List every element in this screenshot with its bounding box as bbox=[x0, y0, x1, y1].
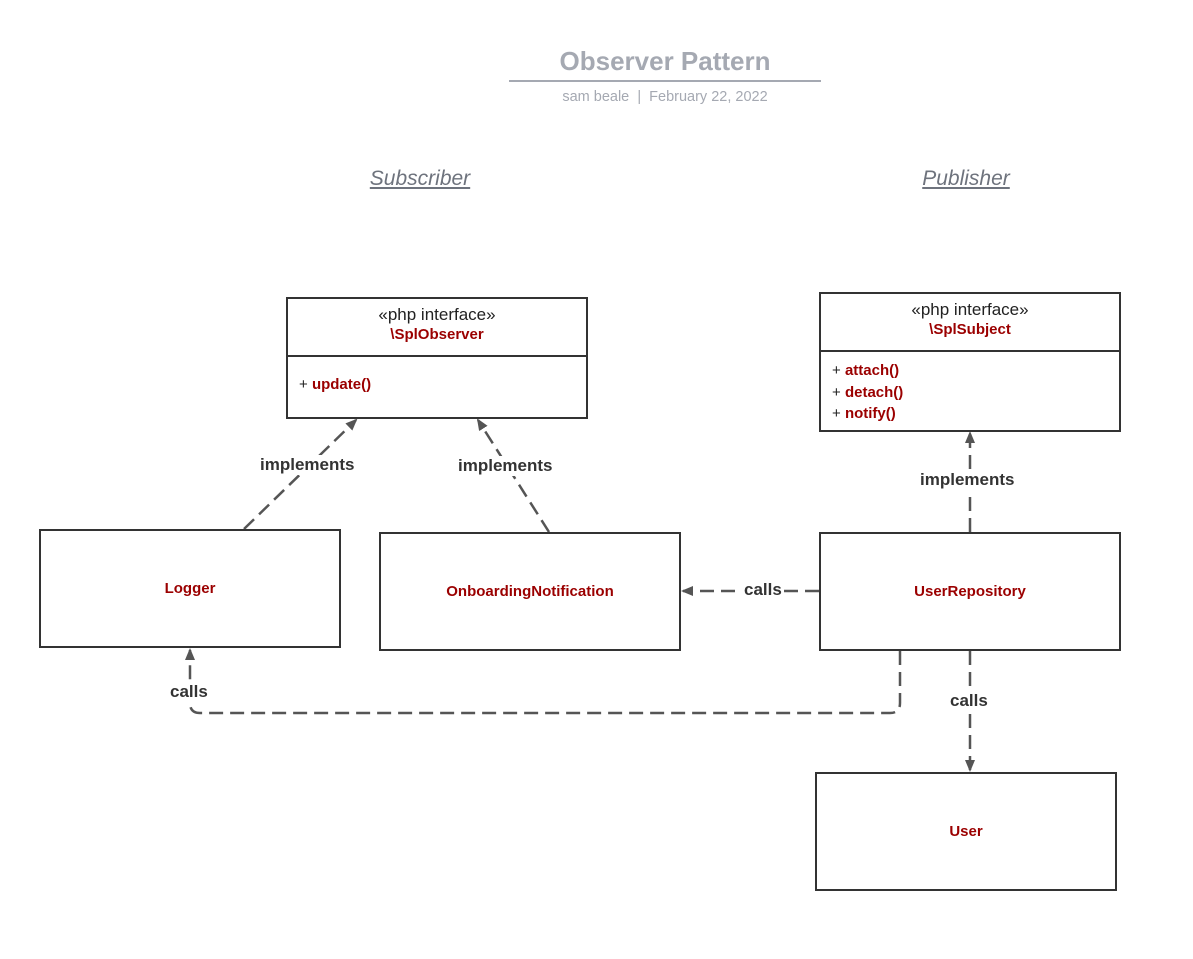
class-user-repository[interactable]: UserRepository bbox=[819, 532, 1121, 651]
method-attach: attach() bbox=[844, 362, 900, 379]
diagram-subtitle: sam beale | February 22, 2022 bbox=[509, 89, 821, 105]
method-row: + attach() bbox=[832, 360, 1119, 382]
interface-name: \SplSubject bbox=[929, 321, 1011, 338]
edge-label-repository-implements: implements bbox=[918, 470, 1017, 490]
method-prefix: + bbox=[832, 383, 841, 401]
interface-spl-observer[interactable]: «php interface» \SplObserver + update() bbox=[286, 297, 588, 419]
method-update: update() bbox=[311, 376, 372, 393]
edge-repository-calls-logger bbox=[185, 648, 902, 715]
interface-header: «php interface» \SplObserver bbox=[288, 299, 586, 357]
edge-label-calls-logger: calls bbox=[168, 682, 210, 702]
title-block: Observer Pattern sam beale | February 22… bbox=[509, 44, 821, 105]
class-name-onboarding: OnboardingNotification bbox=[446, 583, 614, 600]
edge-label-calls-onboarding: calls bbox=[742, 580, 784, 600]
subtitle-separator: | bbox=[637, 89, 642, 105]
class-user[interactable]: User bbox=[815, 772, 1117, 891]
interface-methods: + attach() + detach() + notify() bbox=[821, 352, 1119, 425]
edge-label-onboarding-implements: implements bbox=[456, 456, 555, 476]
edge-onboarding-implements bbox=[476, 418, 551, 533]
diagram-title: Observer Pattern bbox=[509, 44, 821, 82]
edge-logger-implements bbox=[243, 418, 358, 530]
class-logger[interactable]: Logger bbox=[39, 529, 341, 648]
edge-label-logger-implements: implements bbox=[258, 455, 357, 475]
method-prefix: + bbox=[832, 362, 841, 379]
method-row: + detach() bbox=[832, 382, 1119, 404]
class-onboarding-notification[interactable]: OnboardingNotification bbox=[379, 532, 681, 651]
interface-spl-subject[interactable]: «php interface» \SplSubject + attach() +… bbox=[819, 292, 1121, 432]
method-detach: detach() bbox=[844, 383, 904, 401]
interface-stereotype: «php interface» bbox=[911, 300, 1029, 319]
edge-label-calls-user: calls bbox=[948, 691, 990, 711]
interface-stereotype: «php interface» bbox=[378, 305, 496, 324]
author: sam beale bbox=[562, 89, 630, 105]
method-notify: notify() bbox=[844, 405, 896, 422]
method-row: + update() bbox=[299, 374, 586, 396]
interface-name: \SplObserver bbox=[390, 326, 484, 343]
date: February 22, 2022 bbox=[649, 89, 768, 105]
method-row: + notify() bbox=[832, 403, 1119, 425]
method-prefix: + bbox=[299, 376, 308, 393]
class-name-user-repository: UserRepository bbox=[914, 583, 1026, 600]
section-label-publisher: Publisher bbox=[922, 167, 1010, 190]
class-name-logger: Logger bbox=[164, 580, 216, 597]
section-label-subscriber: Subscriber bbox=[369, 167, 471, 190]
method-prefix: + bbox=[832, 405, 841, 422]
class-name-user: User bbox=[949, 823, 983, 840]
interface-header: «php interface» \SplSubject bbox=[821, 294, 1119, 352]
interface-methods: + update() bbox=[288, 357, 586, 396]
